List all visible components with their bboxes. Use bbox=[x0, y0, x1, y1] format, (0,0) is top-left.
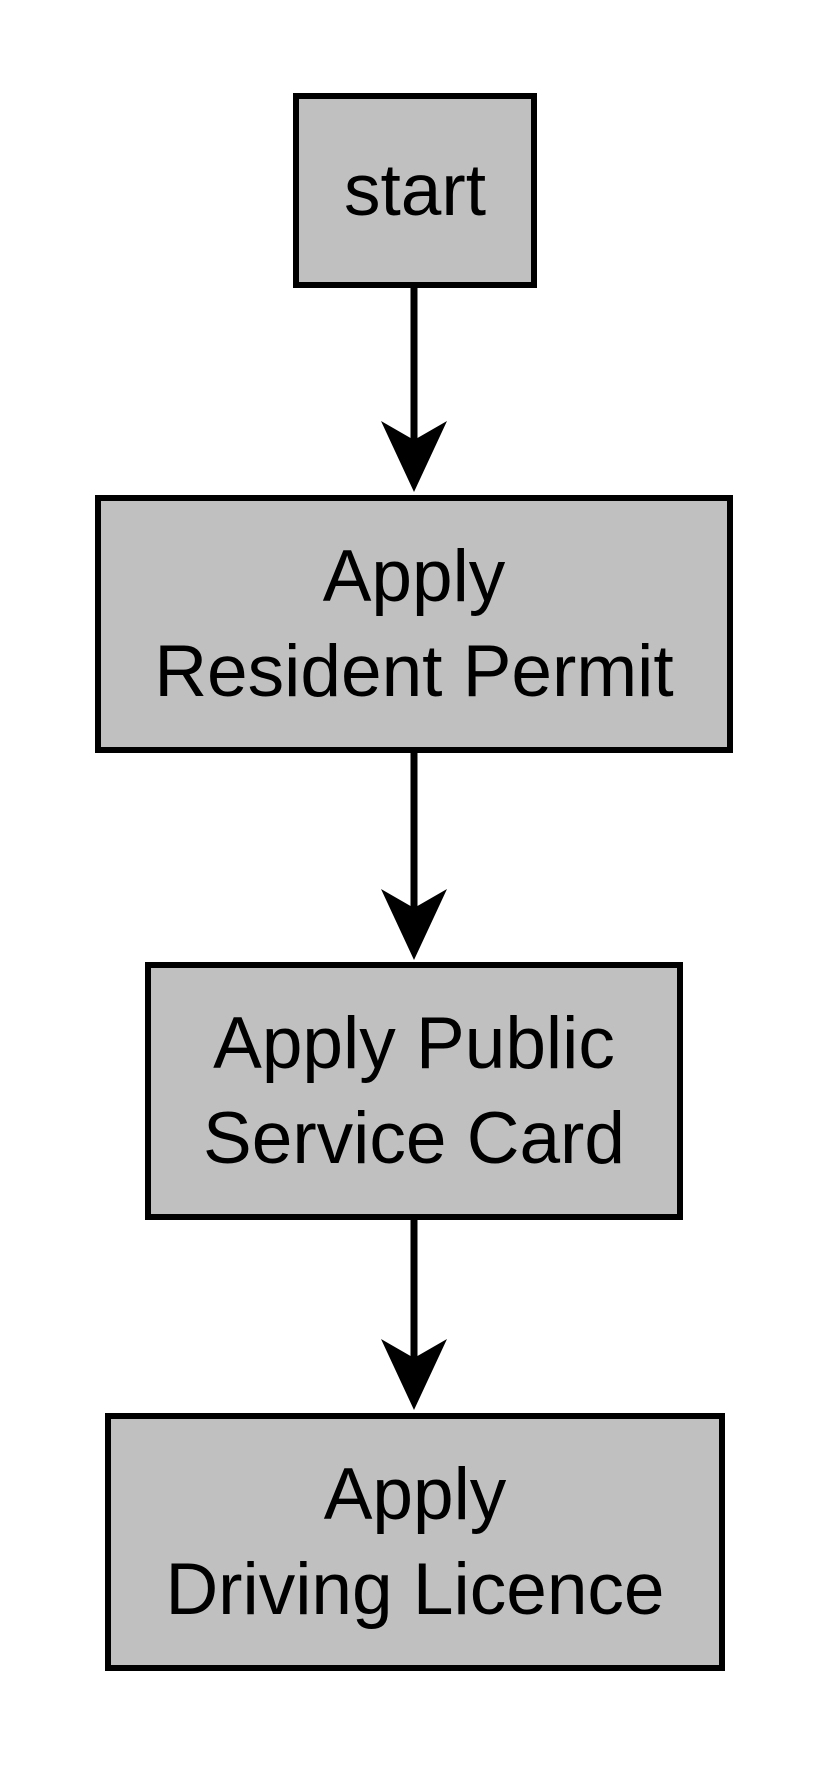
node-apply-resident-permit: Apply Resident Permit bbox=[95, 495, 733, 753]
node-apply-resident-permit-label: Apply Resident Permit bbox=[154, 529, 673, 719]
node-apply-driving-licence-line-2: Driving Licence bbox=[165, 1549, 665, 1630]
node-apply-public-service-card: Apply Public Service Card bbox=[145, 962, 683, 1220]
edge-resident-permit-to-public-service-card bbox=[381, 751, 447, 960]
arrowhead-down-icon bbox=[381, 1339, 447, 1410]
node-apply-public-service-card-line-2: Service Card bbox=[203, 1098, 625, 1179]
arrowhead-down-icon bbox=[381, 889, 447, 960]
node-apply-driving-licence: Apply Driving Licence bbox=[105, 1413, 725, 1671]
node-apply-resident-permit-line-1: Apply bbox=[322, 536, 506, 617]
edge-public-service-card-to-driving-licence bbox=[381, 1218, 447, 1410]
node-apply-driving-licence-line-1: Apply bbox=[323, 1454, 507, 1535]
node-apply-public-service-card-label: Apply Public Service Card bbox=[203, 996, 625, 1186]
node-start: start bbox=[293, 93, 537, 288]
node-start-line-1: start bbox=[344, 150, 486, 231]
arrowhead-down-icon bbox=[381, 421, 447, 492]
node-apply-driving-licence-label: Apply Driving Licence bbox=[165, 1447, 664, 1637]
node-apply-resident-permit-line-2: Resident Permit bbox=[154, 631, 674, 712]
edge-start-to-resident-permit bbox=[381, 287, 447, 492]
node-start-label: start bbox=[344, 143, 486, 238]
node-apply-public-service-card-line-1: Apply Public bbox=[213, 1003, 615, 1084]
